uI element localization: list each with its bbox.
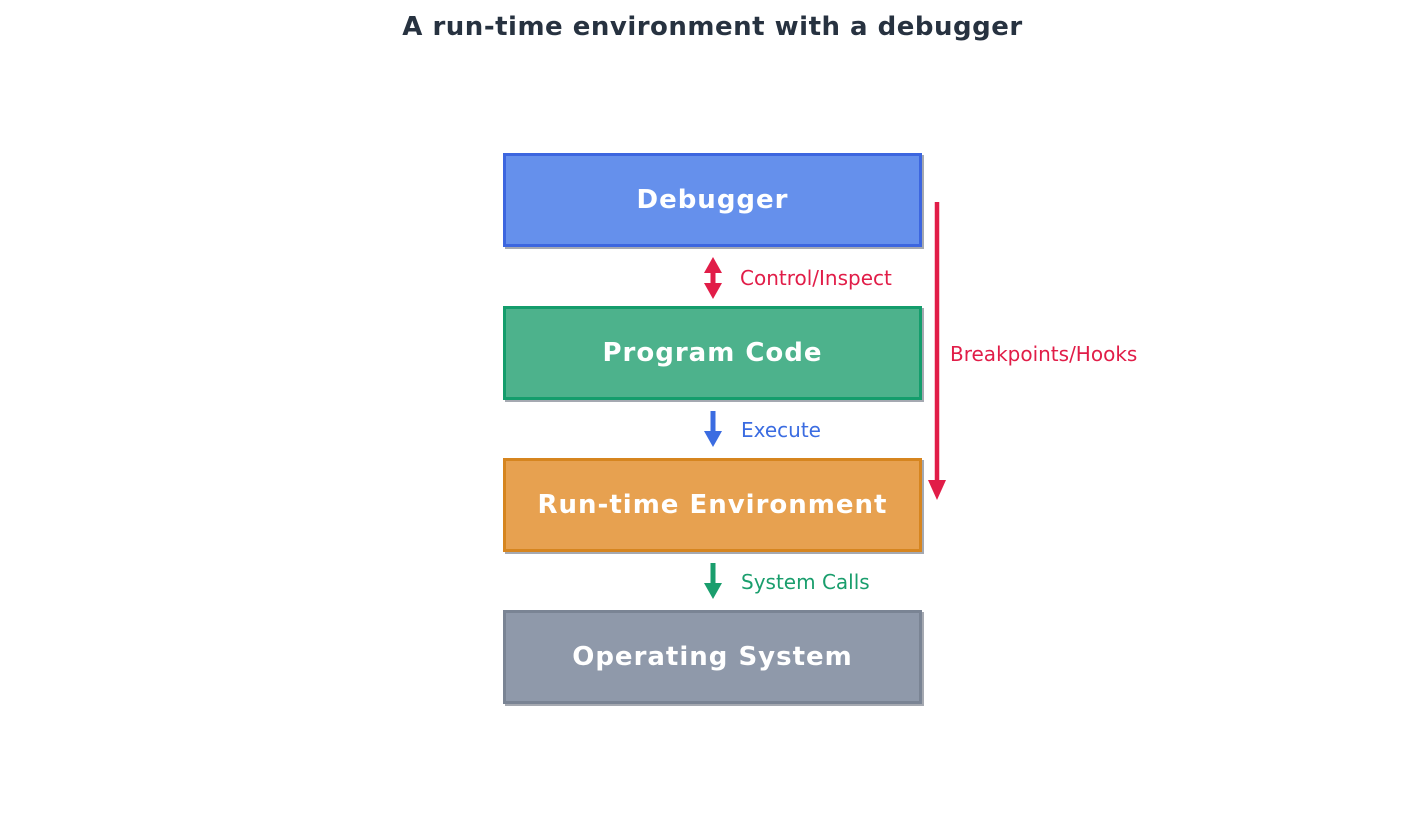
box-operating-system: Operating System	[503, 610, 922, 704]
box-program-code-label: Program Code	[602, 338, 823, 368]
control-inspect-label: Control/Inspect	[740, 266, 892, 290]
box-program-code: Program Code	[503, 306, 922, 400]
breakpoints-hooks-label: Breakpoints/Hooks	[950, 342, 1138, 366]
control-inspect-arrow-icon	[704, 257, 722, 299]
system-calls-label: System Calls	[741, 570, 870, 594]
execute-arrow-icon	[704, 411, 722, 447]
box-runtime-environment: Run-time Environment	[503, 458, 922, 552]
box-operating-system-label: Operating System	[572, 642, 853, 672]
box-runtime-environment-label: Run-time Environment	[537, 490, 888, 520]
execute-label: Execute	[741, 418, 821, 442]
diagram-title: A run-time environment with a debugger	[402, 12, 1023, 42]
system-calls-arrow-icon	[704, 563, 722, 599]
box-debugger: Debugger	[503, 153, 922, 247]
box-debugger-label: Debugger	[636, 185, 789, 215]
breakpoints-hooks-arrow-icon	[928, 202, 946, 500]
